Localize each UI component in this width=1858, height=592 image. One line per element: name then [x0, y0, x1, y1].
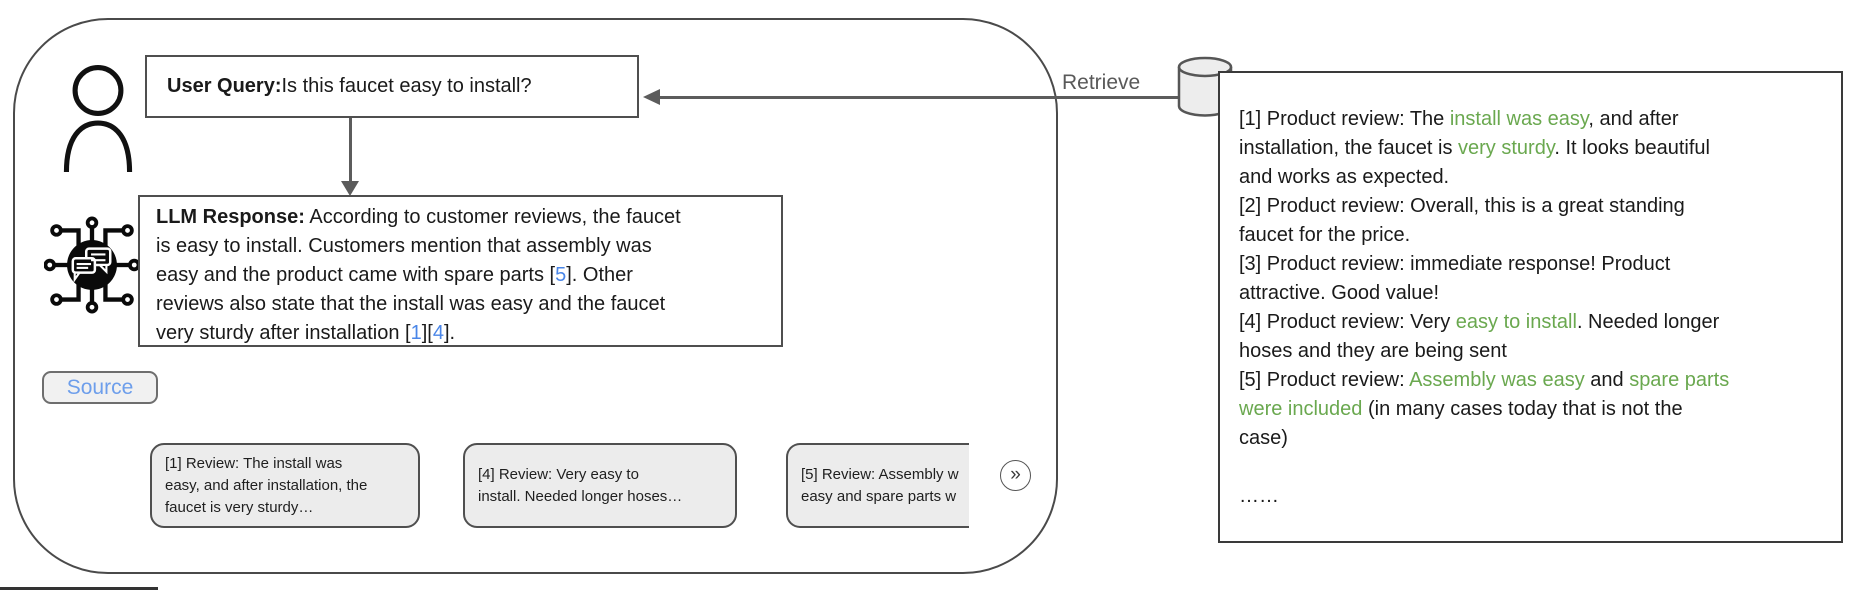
ellipsis-more-docs: ……: [1239, 485, 1279, 507]
source-button-label: Source: [66, 375, 134, 399]
review-card-line: [1] Review: The install was: [165, 454, 343, 472]
review-card-line: install. Needed longer hoses…: [478, 487, 683, 505]
review-card-line: easy and spare parts w: [801, 487, 957, 505]
retrieved-doc-line: [4] Product review: Very easy to install…: [1239, 311, 1720, 333]
retrieved-doc-line: attractive. Good value!: [1239, 282, 1440, 304]
retrieved-doc-line: were included (in many cases today that …: [1239, 398, 1683, 420]
retrieved-doc-line: case): [1239, 427, 1288, 449]
source-review-card-4[interactable]: [4] Review: Very easy to install. Needed…: [463, 443, 737, 528]
retrieved-doc-line: faucet for the price.: [1239, 224, 1411, 246]
user-icon: [63, 65, 133, 172]
source-review-card-1[interactable]: [1] Review: The install was easy, and af…: [150, 443, 420, 528]
user-query-label: User Query:: [167, 75, 282, 97]
retrieved-doc-line: [2] Product review: Overall, this is a g…: [1239, 195, 1685, 217]
llm-response-line: easy and the product came with spare par…: [156, 264, 633, 286]
retrieved-doc-line: [5] Product review: Assembly was easy an…: [1239, 369, 1730, 391]
arrow-down-icon: [341, 181, 359, 196]
cropped-edge-line: [0, 587, 158, 590]
retrieved-documents-panel: [1] Product review: The install was easy…: [1218, 71, 1843, 543]
llm-response-line: reviews also state that the install was …: [156, 293, 666, 315]
user-query-box: User Query: Is this faucet easy to insta…: [145, 55, 639, 118]
source-button[interactable]: Source: [42, 371, 158, 404]
retrieved-doc-line: hoses and they are being sent: [1239, 340, 1507, 362]
review-card-line: easy, and after installation, the: [165, 476, 368, 494]
llm-response-box: LLM Response: According to customer revi…: [138, 195, 783, 347]
arrow-left-icon: [643, 89, 660, 105]
llm-response-line: very sturdy after installation [1][4].: [156, 322, 456, 344]
source-review-card-5[interactable]: [5] Review: Assembly w easy and spare pa…: [786, 443, 969, 528]
review-card-line: [4] Review: Very easy to: [478, 465, 639, 483]
more-sources-button[interactable]: »: [1000, 460, 1031, 491]
chevron-double-right-icon: »: [1010, 463, 1021, 485]
retrieved-doc-line: [1] Product review: The install was easy…: [1239, 108, 1679, 130]
retrieved-doc-line: and works as expected.: [1239, 166, 1450, 188]
retrieved-doc-line: installation, the faucet is very sturdy.…: [1239, 137, 1710, 159]
query-to-llm-arrow-line: [349, 118, 352, 182]
user-query-text: Is this faucet easy to install?: [281, 75, 532, 97]
llm-chip-icon: [44, 216, 140, 314]
retrieve-arrow-line: [658, 96, 1178, 99]
review-card-line: faucet is very sturdy…: [165, 498, 314, 516]
llm-response-line: is easy to install. Customers mention th…: [156, 235, 652, 257]
retrieved-doc-line: [3] Product review: immediate response! …: [1239, 253, 1671, 275]
retrieve-label: Retrieve: [1062, 71, 1141, 94]
review-card-line: [5] Review: Assembly w: [801, 465, 959, 483]
llm-response-line: LLM Response: According to customer revi…: [156, 206, 681, 228]
